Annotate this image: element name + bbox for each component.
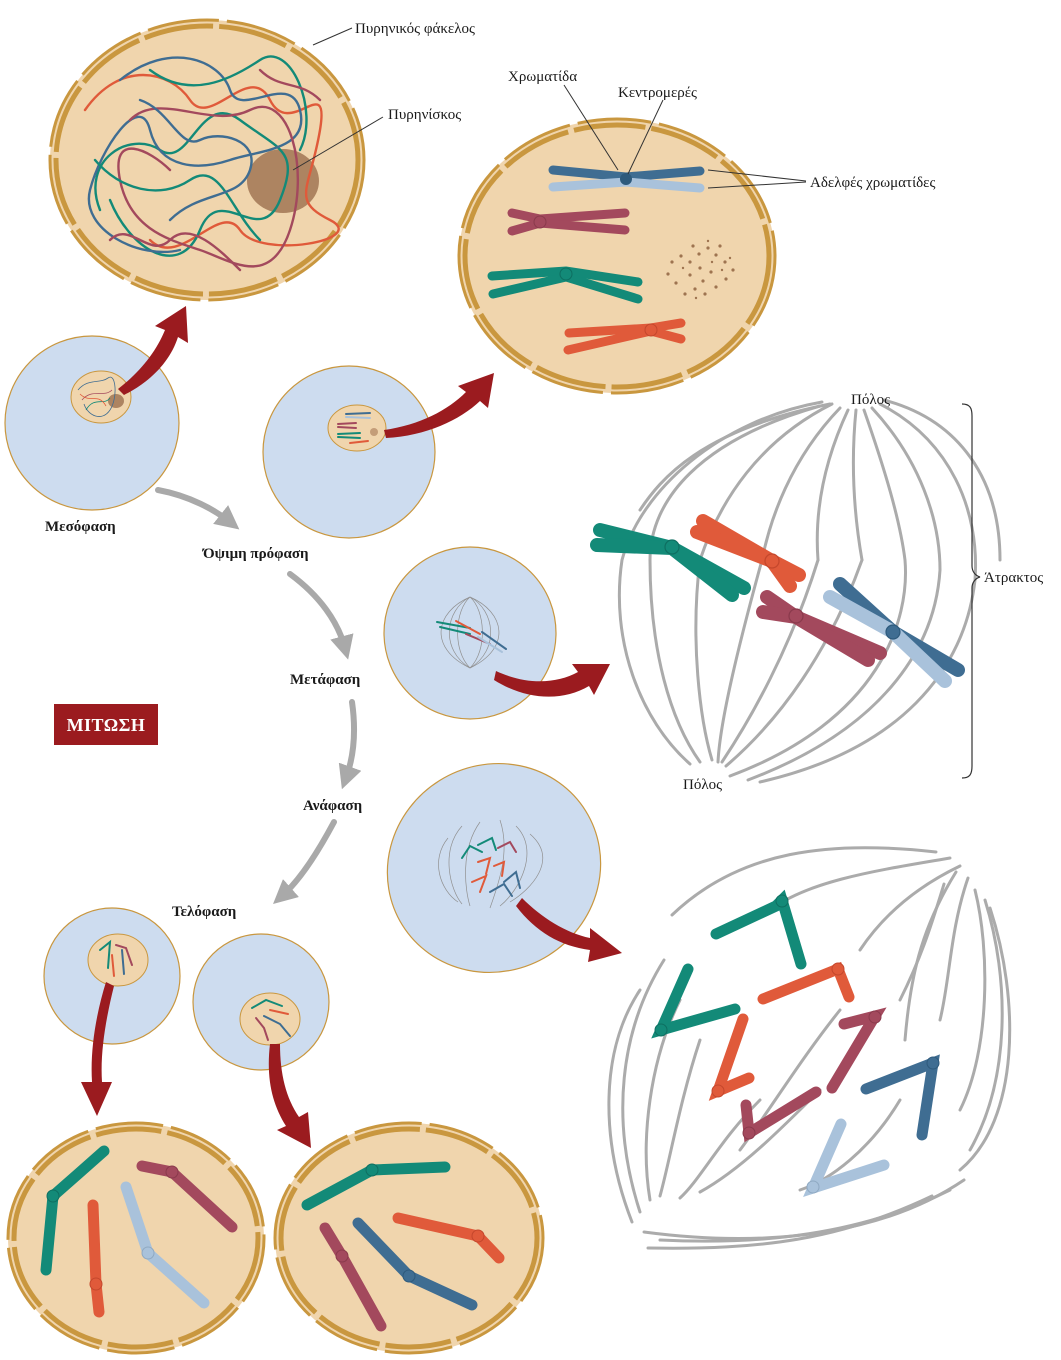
- red-arrow-telophase-right: [268, 1044, 311, 1148]
- chromatin-tangle: [83, 55, 340, 272]
- sister-chromatids-label: Αδελφές χρωματίδες: [810, 175, 935, 191]
- red-arrow-late-prophase: [384, 373, 494, 438]
- red-arrow-metaphase: [494, 664, 610, 697]
- metaphase-spindle-enlarged: [590, 398, 1002, 784]
- nucleolus-label: Πυρηνίσκος: [388, 107, 461, 123]
- anaphase-cell: [386, 762, 602, 974]
- telophase-cell-right: [192, 933, 330, 1071]
- spindle-brace: [961, 403, 981, 779]
- stage-label-telophase: Τελόφαση: [172, 904, 236, 920]
- stage-label-late-prophase: Όψιμη πρόφαση: [202, 546, 309, 562]
- late-prophase-cell: [262, 365, 436, 539]
- nuclear-envelope-label: Πυρηνικός φάκελος: [355, 21, 475, 37]
- telophase-nucleus-left-enlarged: [6, 1121, 266, 1355]
- stage-label-anaphase: Ανάφαση: [303, 798, 362, 814]
- telophase-cell-left: [43, 907, 181, 1045]
- nucleolus-dispersing: [666, 239, 735, 300]
- red-arrow-telophase-left: [81, 982, 114, 1116]
- anaphase-spindle-enlarged: [607, 846, 1012, 1250]
- metaphase-cell: [383, 546, 557, 720]
- telophase-nucleus-right-enlarged: [273, 1121, 545, 1355]
- centromere-icon: [620, 173, 632, 185]
- red-arrow-interphase: [118, 306, 188, 395]
- interphase-nucleus-enlarged: [48, 18, 366, 302]
- red-arrow-anaphase: [516, 898, 622, 962]
- late-prophase-nucleus-enlarged: [457, 117, 777, 395]
- chromatid-label: Χρωματίδα: [508, 69, 577, 85]
- stage-label-interphase: Μεσόφαση: [45, 519, 116, 535]
- pole-bottom-label: Πόλος: [683, 777, 722, 793]
- spindle-label: Άτρακτος: [984, 570, 1043, 586]
- mitosis-badge: ΜΙΤΩΣΗ: [54, 704, 158, 745]
- spindle-fibers: [617, 398, 1002, 784]
- mitosis-badge-text: ΜΙΤΩΣΗ: [67, 715, 146, 735]
- pole-top-label: Πόλος: [851, 392, 890, 408]
- stage-label-metaphase: Μετάφαση: [290, 672, 360, 688]
- cycle-arrows: [155, 487, 362, 904]
- centromere-label: Κεντρομερές: [618, 85, 697, 101]
